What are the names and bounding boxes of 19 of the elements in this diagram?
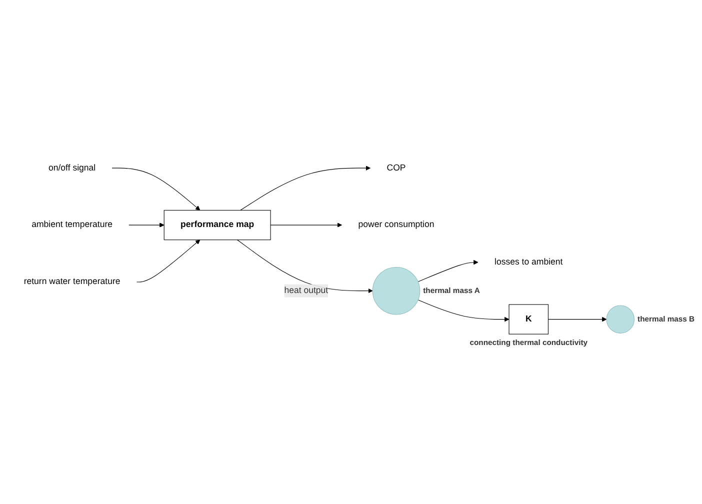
arrow xyxy=(128,222,164,228)
node-circle xyxy=(606,305,635,334)
node-text: on/off signal xyxy=(48,163,96,172)
edge-label: heat output xyxy=(284,286,328,296)
node-text: return water temperature xyxy=(24,277,120,286)
node-box: performance map xyxy=(164,210,271,240)
arrow xyxy=(270,222,342,228)
arrow xyxy=(112,168,200,210)
arrow xyxy=(136,240,200,282)
arrow xyxy=(418,260,478,282)
arrow xyxy=(240,166,371,211)
arrow xyxy=(418,300,510,322)
node-circle xyxy=(372,266,420,315)
node-box: K xyxy=(508,304,548,334)
node-text: power consumption xyxy=(358,220,434,230)
node-text: ambient temperature xyxy=(32,220,112,230)
node-text: losses to ambient xyxy=(494,257,563,267)
arrow xyxy=(548,316,607,322)
node-text: COP xyxy=(386,163,406,172)
